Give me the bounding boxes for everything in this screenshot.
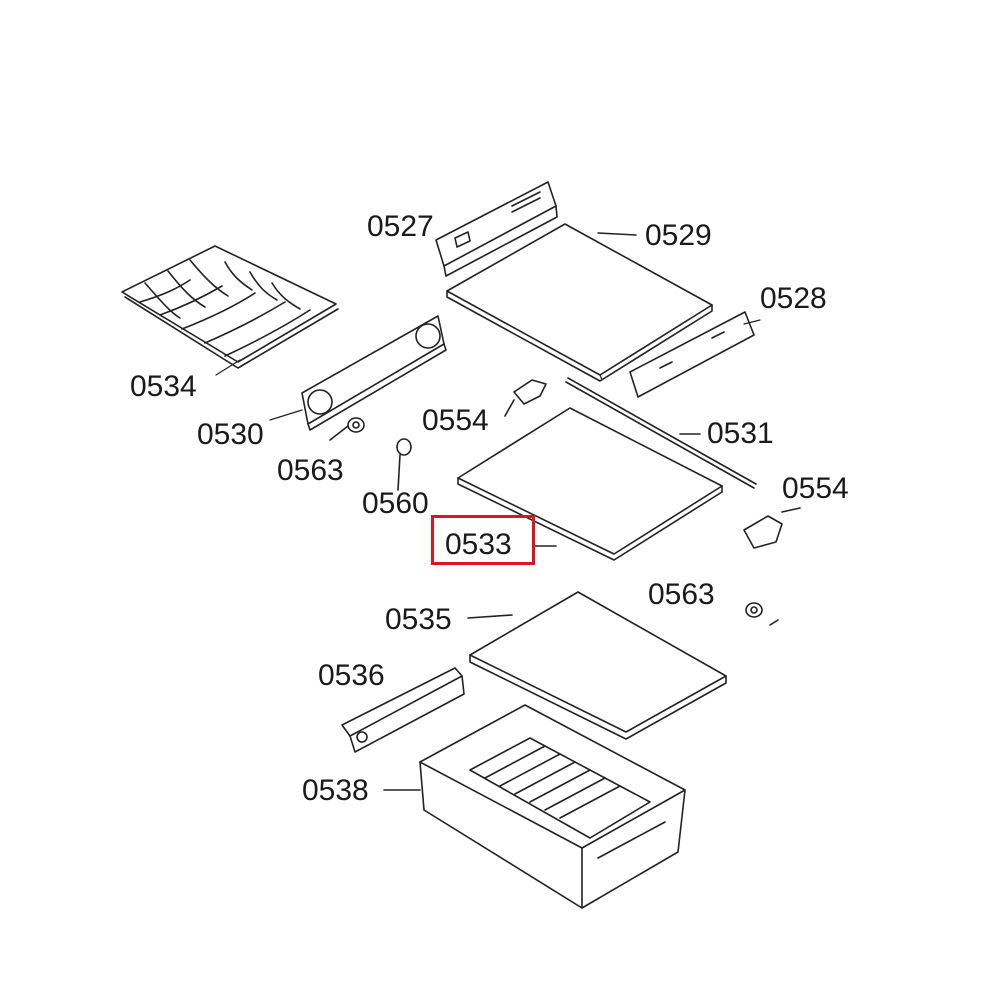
label-0535: 0535	[385, 603, 452, 636]
glass-shelf-0529	[446, 223, 713, 382]
runner-0536	[341, 667, 465, 753]
leader-lines	[215, 319, 761, 421]
spacer-0563-b	[745, 602, 779, 626]
label-0530: 0530	[197, 418, 264, 451]
label-0527: 0527	[367, 210, 434, 243]
side-panel-0530	[301, 315, 447, 431]
label-0560: 0560	[362, 487, 429, 520]
label-0538: 0538	[302, 774, 369, 807]
label-0554-b: 0554	[782, 472, 849, 505]
label-0528: 0528	[760, 282, 827, 315]
highlight-box-0533	[431, 515, 535, 565]
spacer-0560	[396, 438, 412, 491]
rail-0527	[435, 181, 558, 277]
label-0563-a: 0563	[277, 454, 344, 487]
label-0534: 0534	[130, 370, 197, 403]
clip-0554-b	[743, 507, 801, 549]
clip-0554-a	[504, 379, 547, 417]
drawer-0538	[383, 704, 686, 909]
label-0533[interactable]: 0533	[445, 528, 512, 561]
spacer-0563-a	[329, 417, 365, 441]
label-0536: 0536	[318, 659, 385, 692]
label-0563-b: 0563	[648, 578, 715, 611]
glass-shelf-0533	[457, 407, 723, 561]
bottle-rack-0534	[121, 245, 339, 369]
label-0531: 0531	[707, 417, 774, 450]
label-0554-a: 0554	[422, 404, 489, 437]
shelf-0535	[467, 591, 727, 740]
bar-0531	[565, 377, 757, 489]
label-0529: 0529	[645, 219, 712, 252]
rail-0528	[629, 311, 755, 398]
